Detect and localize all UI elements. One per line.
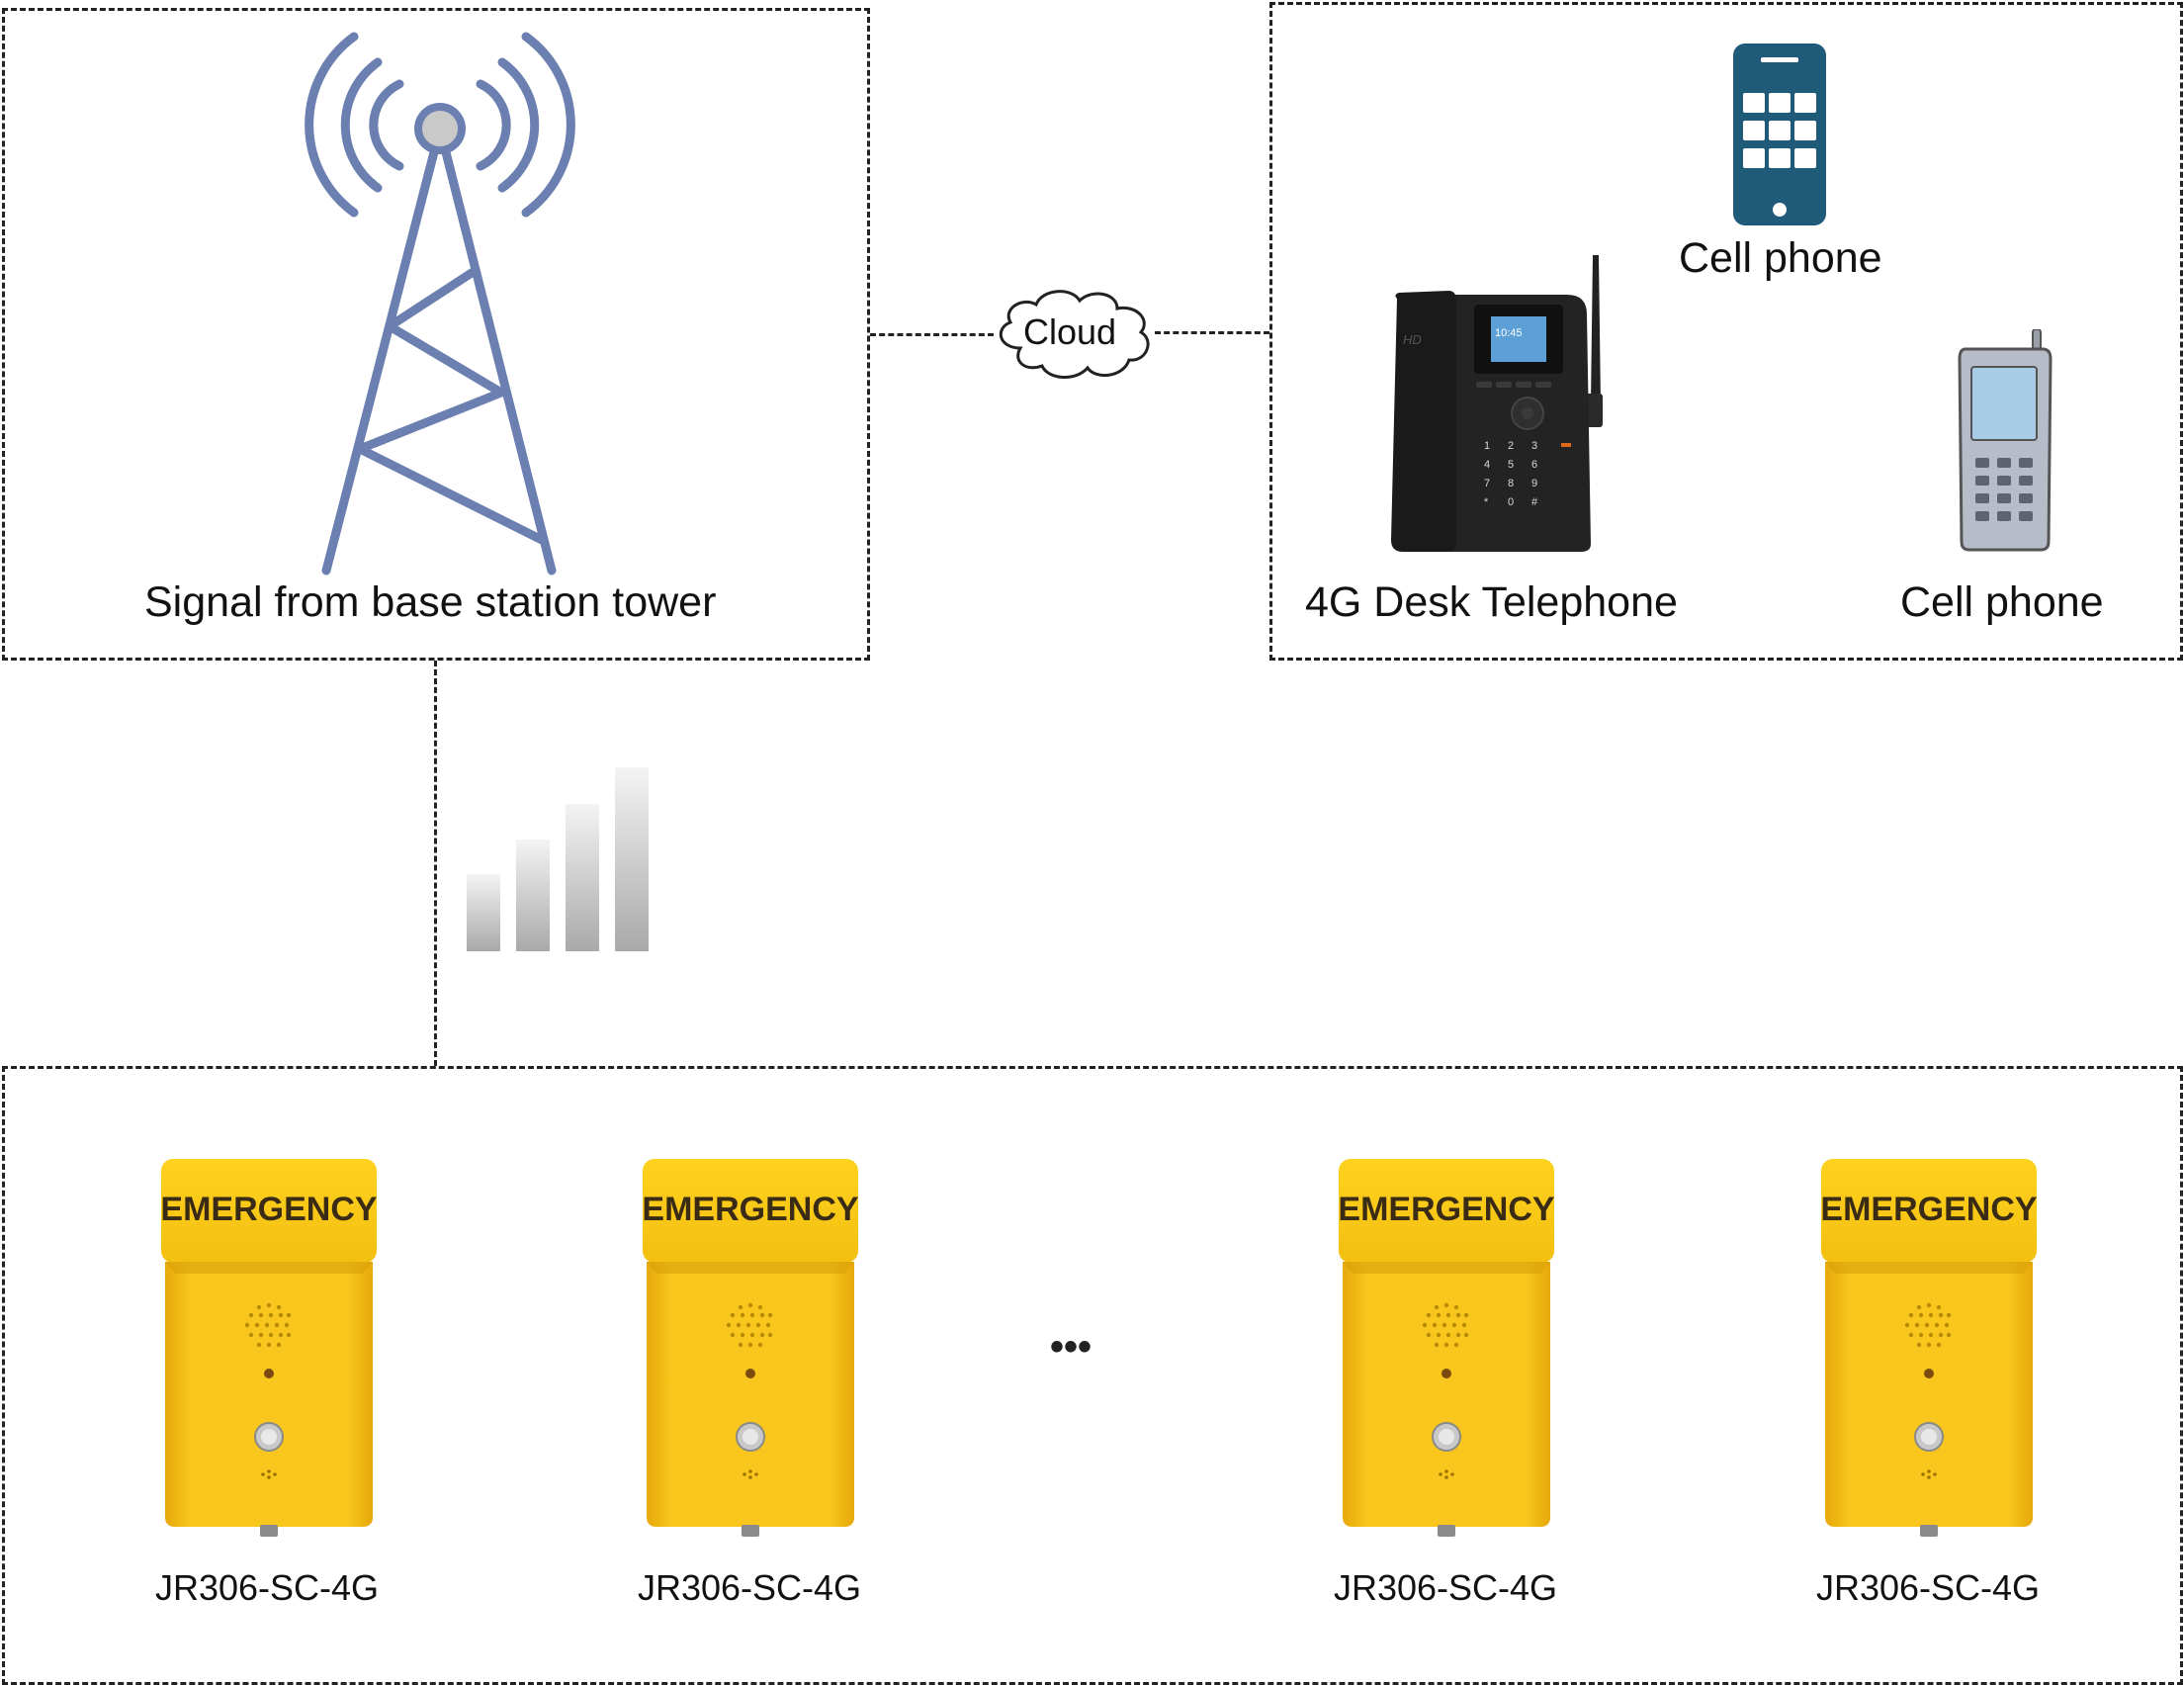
feature-phone-label: Cell phone <box>1900 578 2104 626</box>
tower-section-box <box>2 8 870 661</box>
svg-text:1: 1 <box>1484 440 1490 452</box>
tower-label: Signal from base station tower <box>144 578 717 626</box>
terminal-model-label: JR306-SC-4G <box>1333 1567 1558 1608</box>
terminal-4: EMERGENCY <box>1819 1159 2039 1537</box>
radio-tower-icon <box>287 20 593 583</box>
emergency-phone-icon <box>159 1159 379 1537</box>
desk-phone-screen: 10:45 <box>1495 327 1523 339</box>
terminal-3: EMERGENCY <box>1337 1159 1556 1537</box>
terminal-model-label: JR306-SC-4G <box>637 1567 862 1608</box>
svg-text:8: 8 <box>1508 478 1514 489</box>
cloud-icon <box>993 287 1157 382</box>
svg-text:HD: HD <box>1403 332 1422 347</box>
svg-text:#: # <box>1531 496 1538 508</box>
desk-telephone-icon: HD 10:45 1 2 3 4 5 6 7 8 9 * 0 # <box>1389 255 1607 552</box>
terminal-model-label: JR306-SC-4G <box>1815 1567 2041 1608</box>
terminal-model-label: JR306-SC-4G <box>154 1567 380 1608</box>
svg-text:2: 2 <box>1508 440 1514 452</box>
terminal-sign: EMERGENCY <box>1820 1191 2038 1228</box>
smartphone-icon <box>1733 44 1826 225</box>
terminal-1: EMERGENCY <box>159 1159 379 1537</box>
terminal-sign: EMERGENCY <box>1338 1191 1555 1228</box>
feature-phone-icon <box>1958 329 2053 552</box>
svg-text:5: 5 <box>1508 459 1514 471</box>
connector-tower-to-cloud <box>870 333 994 336</box>
desk-telephone-label: 4G Desk Telephone <box>1305 578 1678 626</box>
connector-tower-to-terminals <box>434 661 437 1066</box>
terminal-2: EMERGENCY <box>641 1159 860 1537</box>
svg-text:4: 4 <box>1484 459 1490 471</box>
smartphone-label: Cell phone <box>1679 234 1882 282</box>
svg-text:6: 6 <box>1531 459 1537 471</box>
terminal-sign: EMERGENCY <box>160 1191 378 1228</box>
terminals-section-box <box>2 1066 2183 1685</box>
emergency-phone-icon <box>1337 1159 1556 1537</box>
terminal-sign: EMERGENCY <box>642 1191 859 1228</box>
cloud-label: Cloud <box>1023 311 1117 352</box>
connector-cloud-to-endpoints <box>1155 331 1269 334</box>
svg-text:*: * <box>1484 496 1489 508</box>
emergency-phone-icon <box>1819 1159 2039 1537</box>
signal-bars-icon <box>465 767 649 951</box>
endpoints-section-box <box>1269 2 2183 661</box>
more-terminals-ellipsis: ••• <box>1050 1325 1092 1369</box>
svg-text:9: 9 <box>1531 478 1537 489</box>
svg-text:7: 7 <box>1484 478 1490 489</box>
emergency-phone-icon <box>641 1159 860 1537</box>
svg-text:0: 0 <box>1508 496 1514 508</box>
svg-text:3: 3 <box>1531 440 1537 452</box>
